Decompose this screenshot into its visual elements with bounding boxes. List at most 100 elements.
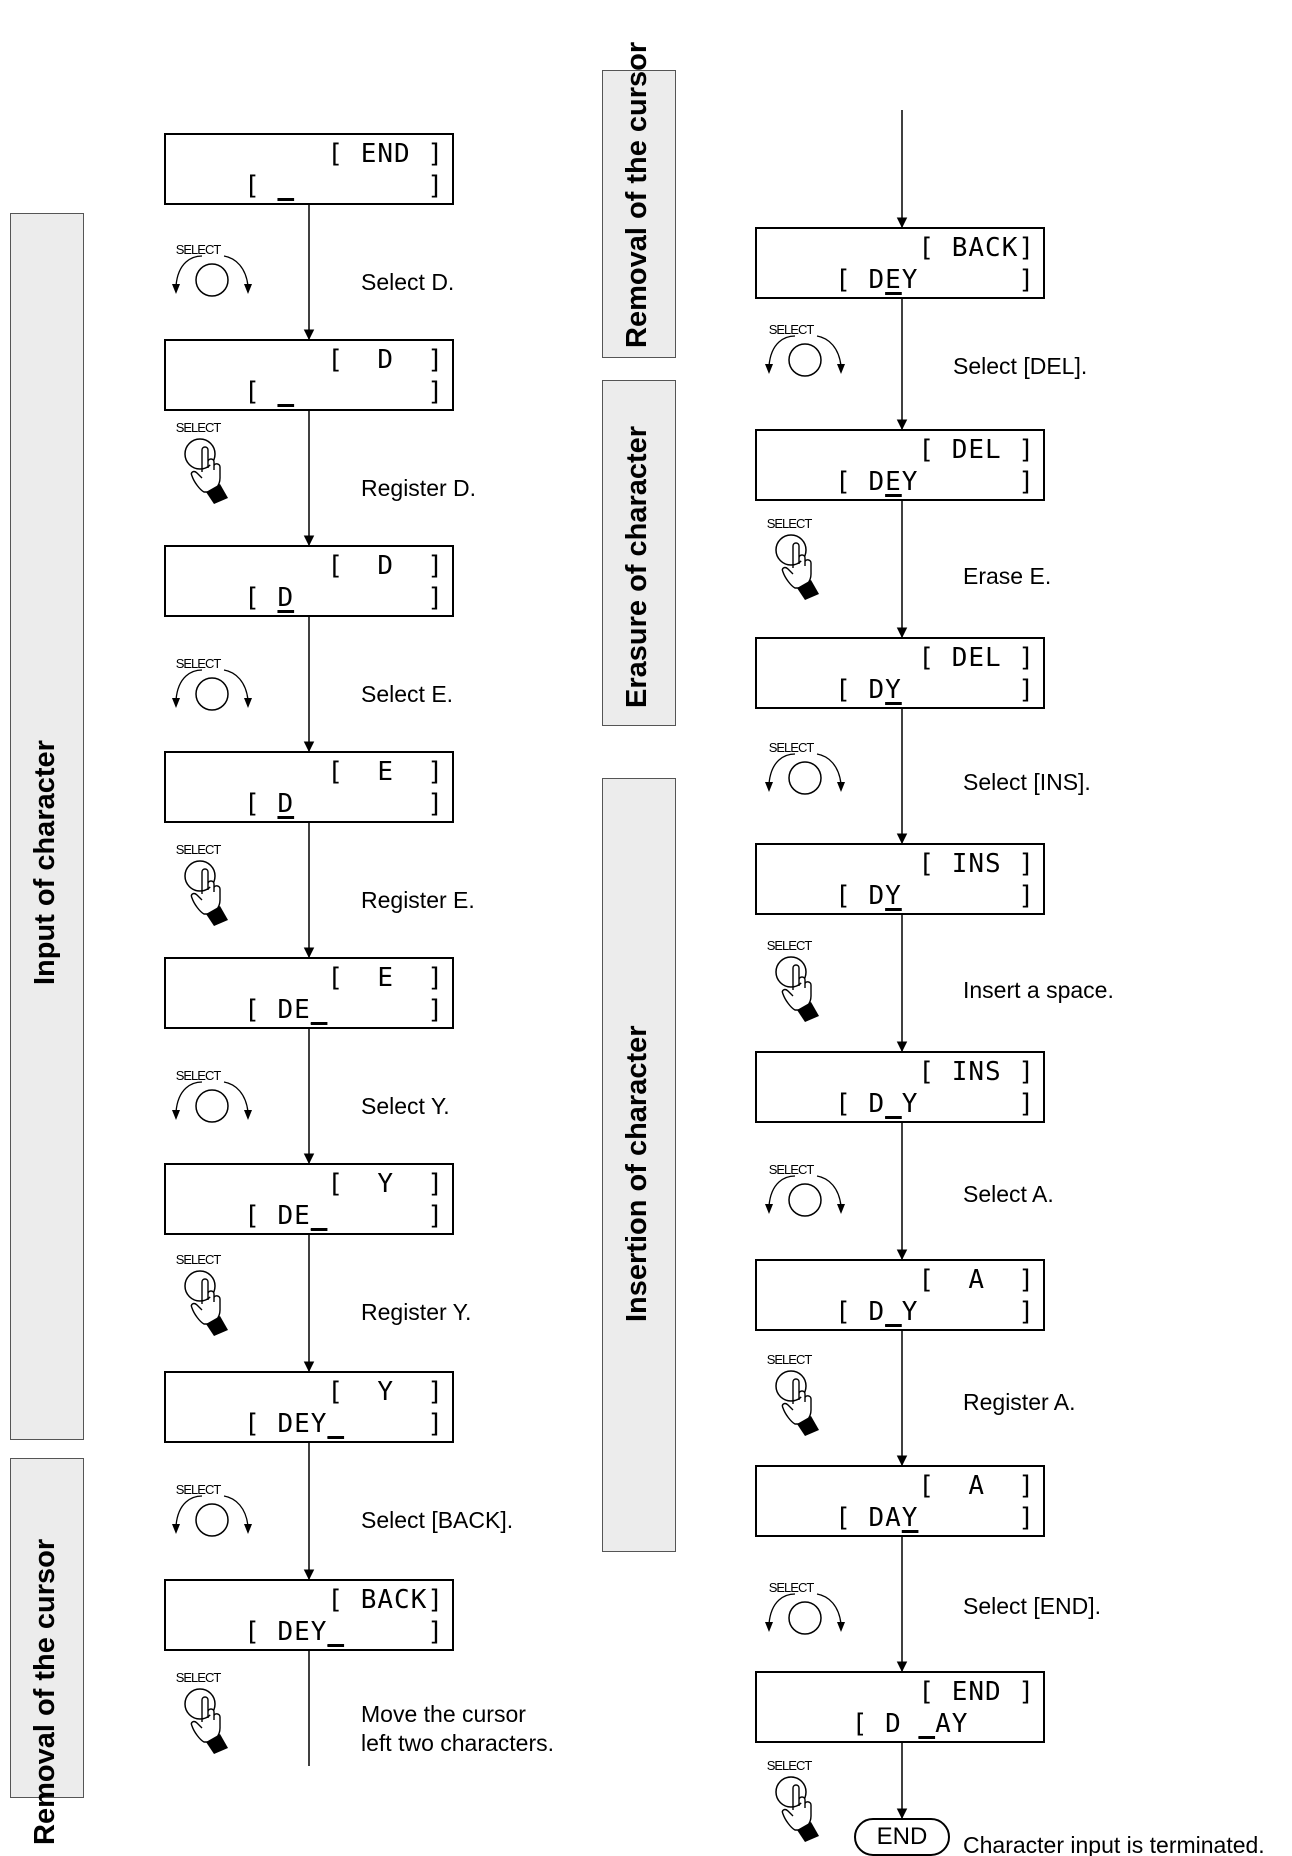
lcd-text-after-cursor: ] [294,171,444,201]
select-label: SELECT [769,740,815,755]
select-label: SELECT [767,1352,813,1367]
lcd-input-line: [ D _AY [852,1711,1035,1737]
lcd-cursor: _ [277,377,295,407]
select-label: SELECT [767,516,813,531]
lcd-input-line: [ DEY ] [835,267,1035,293]
lcd-menu-line: [ A ] [918,1265,1035,1295]
lcd-text-before-cursor: [ DA [835,1503,902,1533]
lcd-display: [ D ] [ _ ] [164,339,454,411]
select-press-icon: SELECT [176,420,228,504]
select-label: SELECT [176,420,222,435]
select-label: SELECT [769,1580,815,1595]
step-instruction: Select Y. [361,1093,450,1119]
select-press-icon: SELECT [176,1252,228,1336]
lcd-text-after-cursor: ] [294,789,444,819]
lcd-input-line: [ DY ] [835,677,1035,703]
select-press-icon: SELECT [176,842,228,926]
lcd-text-after-cursor: ] [344,1409,444,1439]
select-label: SELECT [176,842,222,857]
lcd-display: [ A ][ DAY ] [755,1465,1045,1537]
select-dial-icon: SELECT [172,242,252,297]
lcd-cursor: _ [327,1409,345,1439]
lcd-text-after-cursor: Y ] [901,1297,1035,1327]
lcd-text-before-cursor: [ D [835,675,886,705]
step-instruction: Select E. [361,681,454,707]
lcd-menu-line: [ E ] [327,963,444,993]
lcd-text-after-cursor: Y ] [901,1089,1035,1119]
lcd-display: [ D ][ D ] [164,545,454,617]
step-instruction: Select [END]. [963,1593,1102,1619]
lcd-input-line: [ DEY ] [835,469,1035,495]
lcd-menu-line: [ BACK] [918,233,1035,263]
lcd-cursor: _ [277,171,295,201]
lcd-text-after-cursor: ] [344,1617,444,1647]
lcd-text-after-cursor: ] [327,1201,444,1231]
section-bar-input [10,213,84,1440]
select-press-icon: SELECT [767,516,819,600]
lcd-text-before-cursor: [ DE [244,1201,311,1231]
step-instruction: Register E. [361,887,475,913]
lcd-display: [ E ] [ D ] [164,751,454,823]
select-dial-icon: SELECT [765,740,845,795]
lcd-cursor: _ [885,1297,902,1327]
lcd-text-before-cursor: [ D [851,1709,919,1739]
select-dial-icon: SELECT [765,1162,845,1217]
lcd-input-line: [ DY ] [835,883,1035,909]
select-dial-icon: SELECT [765,1580,845,1635]
lcd-input-line: [ _ ] [244,379,444,405]
lcd-cursor: E [885,467,902,497]
lcd-input-line: [ DE_ ] [244,997,444,1023]
select-label: SELECT [767,1758,813,1773]
lcd-display: [ Y ] [ DE_ ] [164,1163,454,1235]
lcd-cursor: _ [310,1201,328,1231]
lcd-display: [ DEL ][ DEY ] [755,429,1045,501]
lcd-input-line: [ DEY_ ] [244,1619,444,1645]
step-instruction: Select [BACK]. [361,1507,514,1533]
lcd-menu-line: [ E ] [327,757,444,787]
select-label: SELECT [176,656,222,671]
lcd-menu-line: [ END ] [327,139,444,169]
lcd-text-after-cursor: Y ] [901,467,1035,497]
lcd-display: [ END ] [ _ ] [164,133,454,205]
step-instruction: Select [INS]. [963,769,1091,795]
lcd-text-before-cursor: [ DEY [244,1409,328,1439]
lcd-input-line: [ _ ] [244,173,444,199]
end-terminal: END [854,1818,950,1856]
lcd-cursor: _ [310,995,328,1025]
lcd-menu-line: [ D ] [327,345,444,375]
lcd-cursor: Y [901,1503,919,1533]
lcd-cursor: Y [885,881,902,911]
select-label: SELECT [769,322,815,337]
step-instruction: Select [DEL]. [953,353,1088,379]
lcd-text-before-cursor: [ D [835,467,886,497]
lcd-cursor: _ [918,1709,936,1739]
step-instruction: Register Y. [361,1299,472,1325]
lcd-menu-line: [ BACK] [327,1585,444,1615]
lcd-display: [ DEL ][ DY ] [755,637,1045,709]
select-dial-icon: SELECT [765,322,845,377]
lcd-text-after-cursor: ] [901,881,1035,911]
lcd-display: [ BACK] [ DEY ] [755,227,1045,299]
select-label: SELECT [176,1252,222,1267]
lcd-text-before-cursor: [ [244,583,278,613]
lcd-text-before-cursor: [ D [835,1297,886,1327]
step-instruction: Insert a space. [963,977,1114,1003]
lcd-menu-line: [ END ] [918,1677,1035,1707]
step-instruction: Select A. [963,1181,1054,1207]
select-dial-icon: SELECT [172,656,252,711]
lcd-display: [ A ] [ D_Y ] [755,1259,1045,1331]
lcd-text-before-cursor: [ [244,789,278,819]
select-label: SELECT [176,1670,222,1685]
lcd-text-after-cursor: ] [294,377,444,407]
lcd-cursor: D [277,583,295,613]
section-bar-erasure [602,380,676,726]
lcd-menu-line: [ Y ] [327,1169,444,1199]
lcd-text-after-cursor: ] [327,995,444,1025]
lcd-text-before-cursor: [ DE [244,995,311,1025]
select-dial-icon: SELECT [172,1482,252,1537]
lcd-input-line: [ DEY_ ] [244,1411,444,1437]
lcd-text-before-cursor: [ [244,171,278,201]
lcd-cursor: D [277,789,295,819]
select-label: SELECT [176,1482,222,1497]
lcd-text-after-cursor: ] [918,1503,1035,1533]
